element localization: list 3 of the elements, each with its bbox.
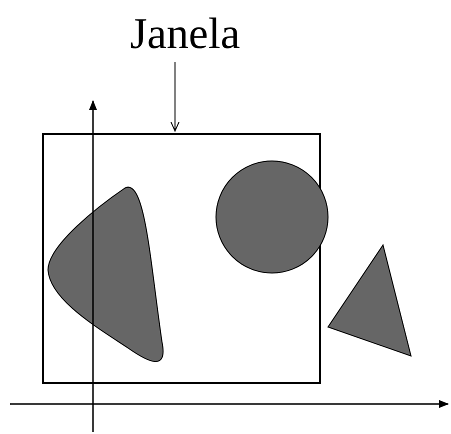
leader-arrow (170, 62, 180, 132)
window-label: Janela (130, 12, 240, 56)
window-rectangle (42, 133, 321, 384)
